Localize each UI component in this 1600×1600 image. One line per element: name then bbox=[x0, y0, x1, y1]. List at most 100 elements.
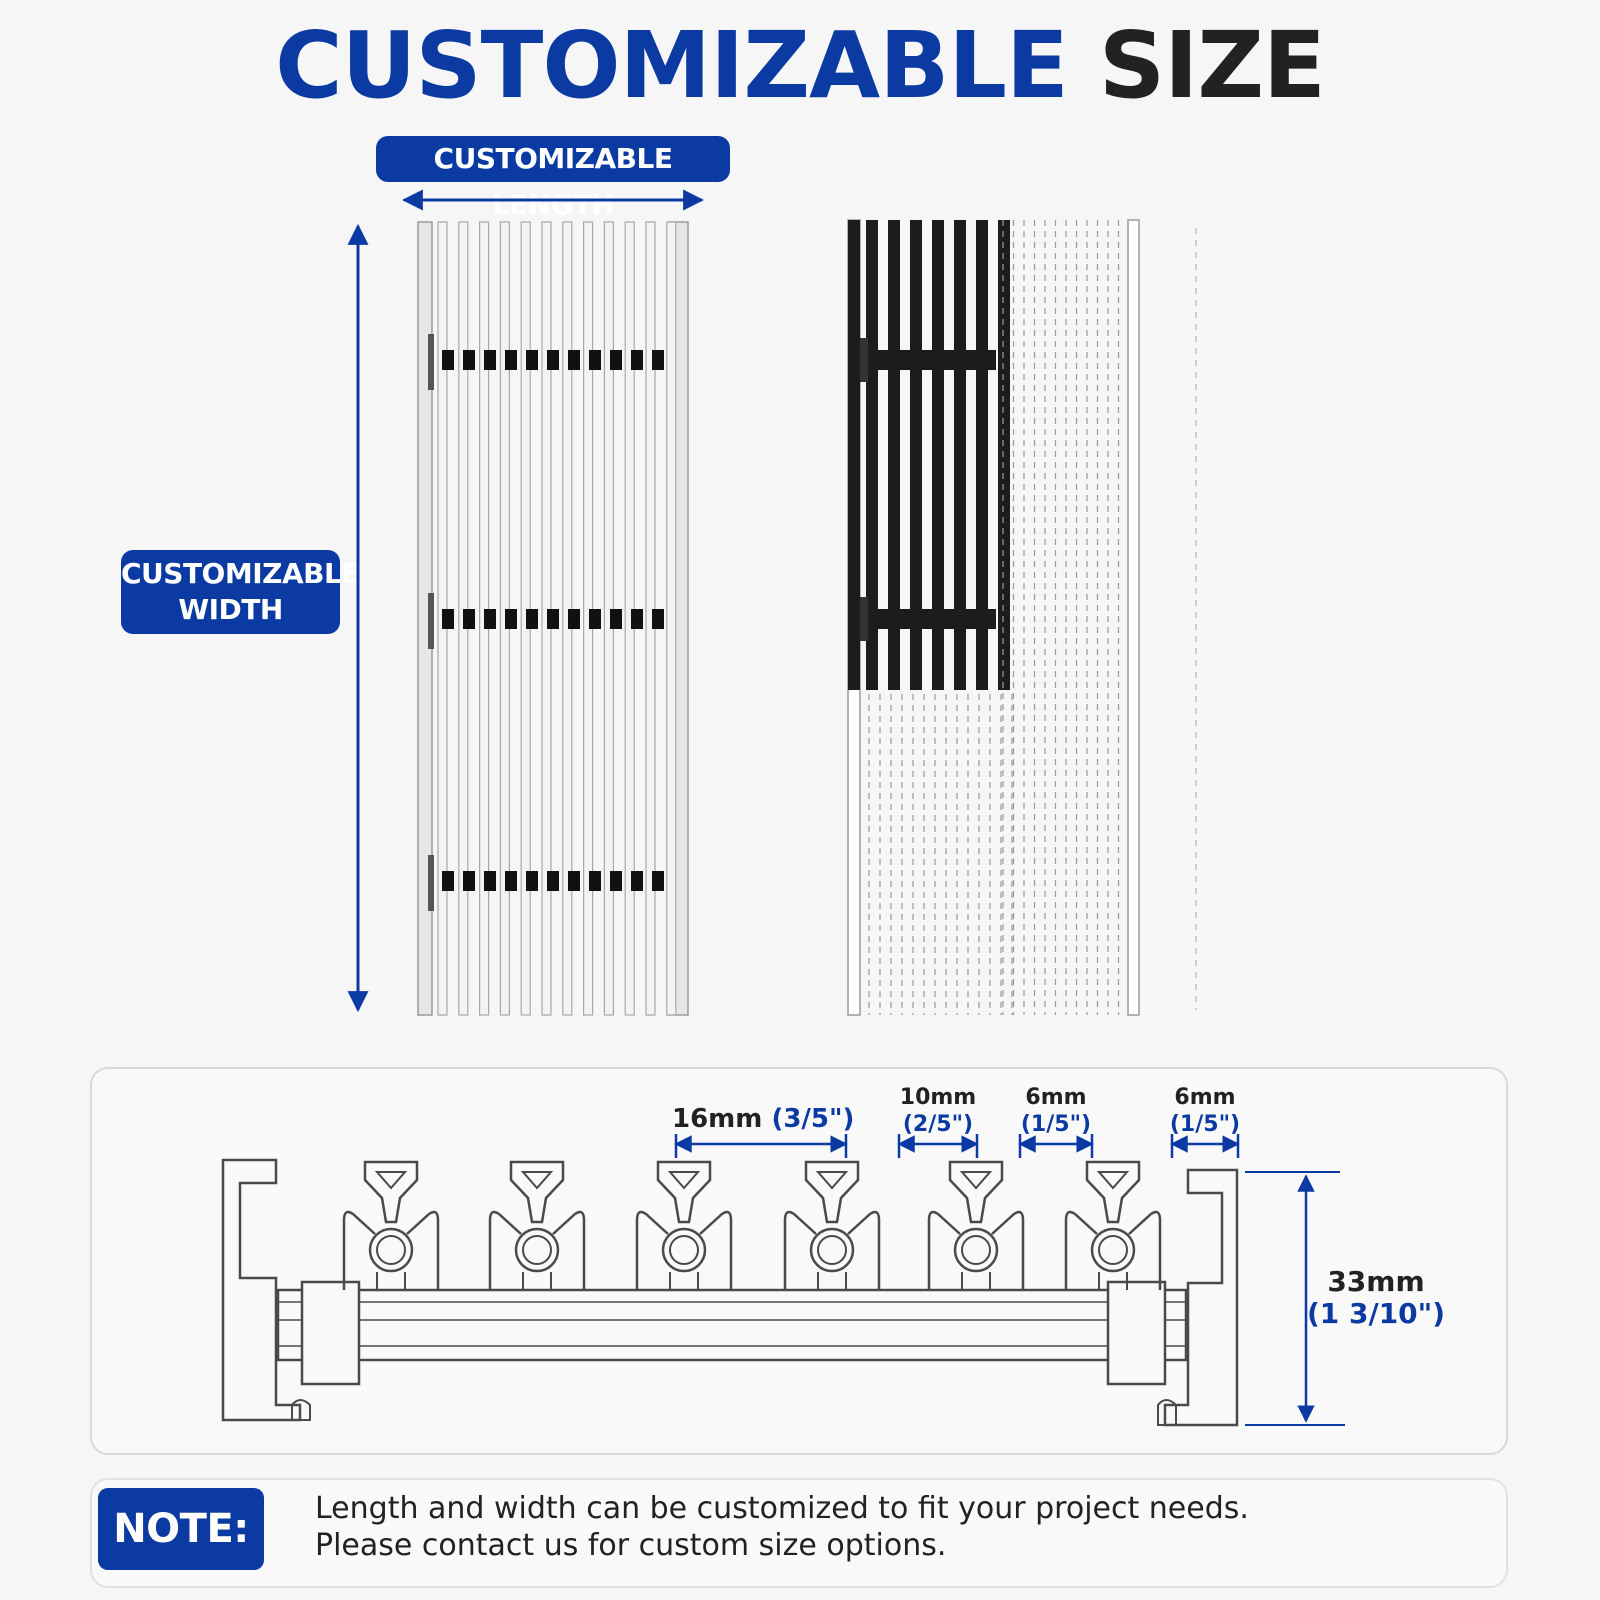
cross-rod-block bbox=[589, 350, 601, 370]
cross-rod-block bbox=[463, 350, 475, 370]
cross-rod-block bbox=[547, 350, 559, 370]
bar-profile bbox=[1064, 1160, 1162, 1290]
cross-rod-block bbox=[442, 350, 454, 370]
page-title: CUSTOMIZABLE SIZE bbox=[0, 6, 1600, 126]
title-part2: SIZE bbox=[1098, 12, 1326, 119]
cross-rod-block bbox=[484, 871, 496, 891]
cross-rod-block bbox=[442, 609, 454, 629]
cross-rod-block bbox=[526, 871, 538, 891]
height-metric: 33mm bbox=[1327, 1265, 1425, 1298]
cross-rod-block bbox=[610, 350, 622, 370]
cross-rod-block bbox=[463, 871, 475, 891]
black-cross-rod bbox=[858, 350, 996, 370]
bar-head bbox=[509, 1160, 565, 1224]
cross-rod-block bbox=[484, 609, 496, 629]
cross-rod-bracket bbox=[428, 855, 434, 911]
bar-profile bbox=[635, 1160, 733, 1290]
end-foot bbox=[291, 1399, 311, 1421]
bar-profile bbox=[488, 1160, 586, 1290]
black-bar bbox=[998, 220, 1010, 690]
cross-rod-block bbox=[652, 350, 664, 370]
bar-body bbox=[1064, 1210, 1162, 1290]
dimension-lines bbox=[674, 1134, 1345, 1426]
width-badge-line1: CUSTOMIZABLE bbox=[121, 557, 360, 590]
black-bar bbox=[954, 220, 966, 690]
edge-gap-imperial: (1/5") bbox=[1169, 1112, 1241, 1137]
rod-hole-inner bbox=[376, 1235, 406, 1265]
bar-width-imperial: (2/5") bbox=[902, 1112, 974, 1137]
bar-head bbox=[656, 1160, 712, 1224]
cross-rod-block bbox=[568, 871, 580, 891]
cross-rod-block bbox=[568, 609, 580, 629]
bar-body bbox=[635, 1210, 733, 1290]
cross-rod-block bbox=[652, 609, 664, 629]
cross-rod-profile bbox=[276, 1288, 1188, 1362]
cross-rod-block bbox=[505, 350, 517, 370]
note-line1: Length and width can be customized to fi… bbox=[315, 1491, 1249, 1526]
rod-hole-inner bbox=[961, 1235, 991, 1265]
bar-head bbox=[804, 1160, 860, 1224]
black-rod-bracket bbox=[860, 338, 868, 382]
cross-rod-block bbox=[568, 350, 580, 370]
cross-rod-block bbox=[505, 609, 517, 629]
bar-head-inner bbox=[1096, 1171, 1130, 1190]
pitch-imperial: (3/5") bbox=[771, 1104, 855, 1134]
rod-hole-inner bbox=[669, 1235, 699, 1265]
black-grate-section bbox=[847, 219, 1197, 1016]
bar-profile bbox=[783, 1160, 881, 1290]
cross-rod-block bbox=[610, 609, 622, 629]
end-bracket bbox=[300, 1280, 361, 1386]
note-badge: NOTE: bbox=[98, 1488, 264, 1570]
cross-rod-block bbox=[547, 871, 559, 891]
cross-rod-block bbox=[547, 609, 559, 629]
cross-rod-block bbox=[631, 609, 643, 629]
black-bar bbox=[866, 220, 878, 690]
cross-rod-block bbox=[484, 350, 496, 370]
cross-rod-block bbox=[463, 609, 475, 629]
pitch-metric: 16mm bbox=[672, 1104, 763, 1134]
cross-rod-block bbox=[589, 609, 601, 629]
black-bar bbox=[910, 220, 922, 690]
right-channel-profile bbox=[1163, 1168, 1239, 1427]
bar-head-inner bbox=[667, 1171, 701, 1190]
bar-head-inner bbox=[815, 1171, 849, 1190]
black-bar bbox=[976, 220, 988, 690]
dimension-pitch: 16mm (3/5") bbox=[672, 1103, 855, 1135]
note-panel bbox=[90, 1478, 1508, 1588]
bar-body bbox=[783, 1210, 881, 1290]
bar-body bbox=[927, 1210, 1025, 1290]
cross-rod-block bbox=[526, 350, 538, 370]
cross-rod-bracket bbox=[428, 334, 434, 390]
gap-metric: 6mm bbox=[1025, 1085, 1087, 1110]
bar-head-inner bbox=[374, 1171, 408, 1190]
cross-rod-block bbox=[505, 871, 517, 891]
note-line2: Please contact us for custom size option… bbox=[315, 1528, 947, 1563]
height-imperial: (1 3/10") bbox=[1306, 1297, 1446, 1330]
customizable-width-badge: CUSTOMIZABLE WIDTH bbox=[121, 550, 360, 634]
cross-rod-block bbox=[631, 350, 643, 370]
cross-section-drawing bbox=[221, 1158, 1239, 1427]
bar-profile bbox=[342, 1160, 440, 1290]
cross-section-panel bbox=[90, 1067, 1508, 1455]
black-cross-rod bbox=[858, 609, 996, 629]
cross-rod-block bbox=[631, 871, 643, 891]
cross-rod-bracket bbox=[428, 593, 434, 649]
grate-side-frame bbox=[1127, 219, 1140, 1016]
dimension-gap: 6mm (1/5") bbox=[1006, 1084, 1106, 1138]
bar-width-metric: 10mm bbox=[899, 1085, 977, 1110]
grate-bar bbox=[666, 221, 677, 1016]
bar-head-inner bbox=[520, 1171, 554, 1190]
silver-grate bbox=[417, 221, 689, 1016]
width-badge-line2: WIDTH bbox=[178, 593, 283, 626]
cross-rod-block bbox=[526, 609, 538, 629]
rod-hole-inner bbox=[522, 1235, 552, 1265]
title-part1: CUSTOMIZABLE bbox=[275, 12, 1069, 119]
bar-head bbox=[363, 1160, 419, 1224]
end-foot bbox=[1157, 1399, 1177, 1426]
dimension-bar-width: 10mm (2/5") bbox=[888, 1084, 988, 1138]
black-bar bbox=[888, 220, 900, 690]
black-rod-bracket bbox=[860, 597, 868, 641]
bar-body bbox=[488, 1210, 586, 1290]
black-frame-section bbox=[848, 220, 860, 690]
gap-imperial: (1/5") bbox=[1020, 1112, 1092, 1137]
